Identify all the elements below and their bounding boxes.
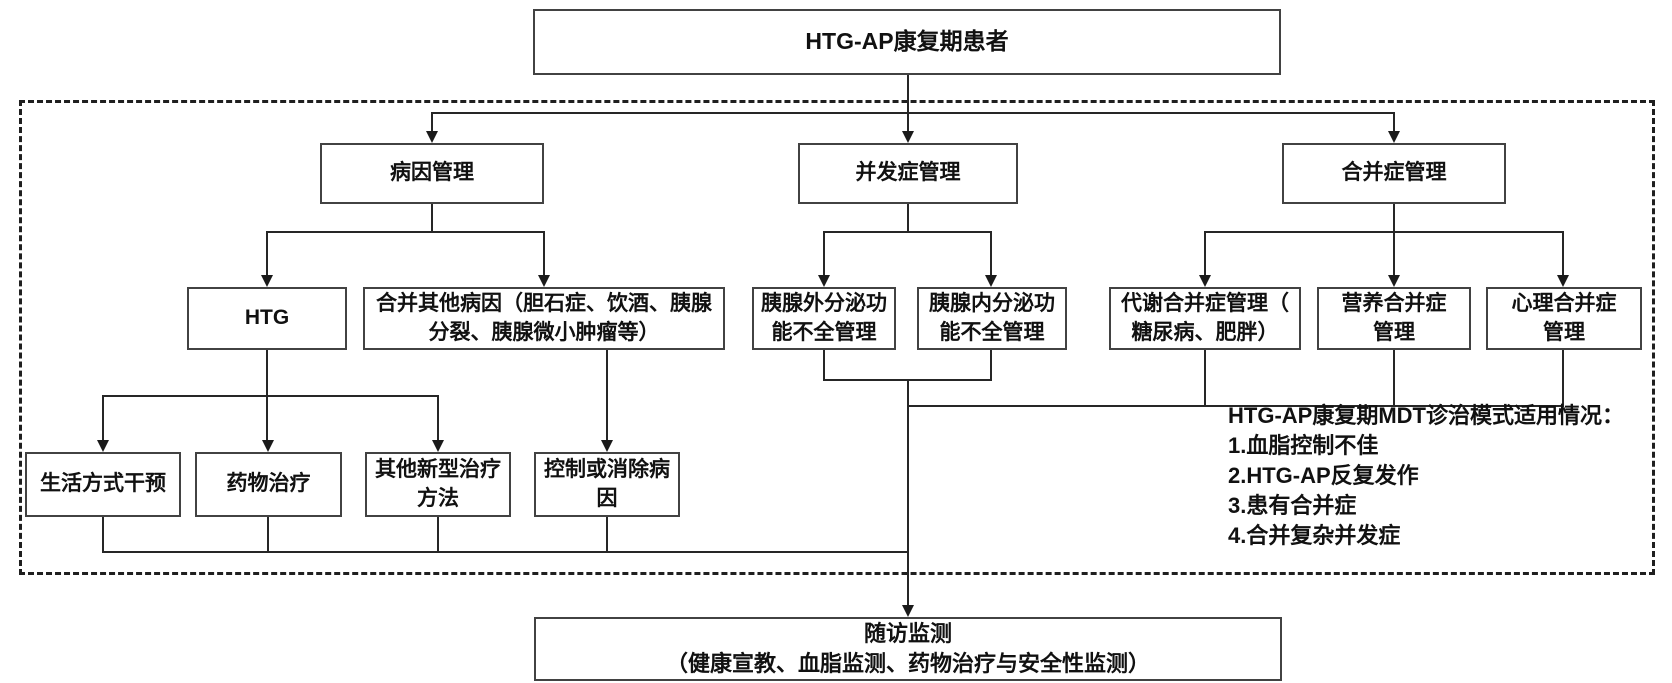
connector-line	[437, 395, 439, 441]
arrowhead-down	[1388, 131, 1400, 143]
connector-line	[1562, 231, 1564, 277]
arrowhead-down	[1557, 275, 1569, 287]
arrowhead-down	[426, 131, 438, 143]
connector-line	[823, 231, 992, 233]
connector-line	[431, 112, 1395, 114]
connector-line	[1204, 231, 1564, 233]
connector-line	[1204, 350, 1206, 405]
connector-line	[606, 517, 608, 551]
connector-line	[1204, 231, 1206, 277]
connector-line	[266, 231, 268, 277]
node-psychological-comorbidity: 心理合并症 管理	[1486, 287, 1642, 350]
connector-line	[102, 551, 909, 553]
arrowhead-down	[1199, 275, 1211, 287]
node-drug-therapy: 药物治疗	[195, 452, 342, 517]
node-metabolic-comorbidity: 代谢合并症管理（ 糖尿病、肥胖）	[1109, 287, 1301, 350]
node-novel-therapy: 其他新型治疗 方法	[365, 452, 511, 517]
mdt-note-title: HTG-AP康复期MDT诊治模式适用情况：	[1228, 403, 1624, 428]
connector-line	[431, 112, 433, 133]
arrowhead-down	[538, 275, 550, 287]
arrowhead-down	[902, 131, 914, 143]
node-cause-management: 病因管理	[320, 143, 544, 204]
connector-line	[102, 395, 104, 441]
mdt-note-item: 2.HTG-AP反复发作	[1228, 463, 1419, 488]
mdt-note-item: 3.患有合并症	[1228, 493, 1357, 518]
connector-line	[823, 231, 825, 277]
arrowhead-down	[985, 275, 997, 287]
arrowhead-down	[818, 275, 830, 287]
arrowhead-down	[262, 440, 274, 452]
connector-line	[102, 395, 439, 397]
arrowhead-down	[902, 605, 914, 617]
connector-line	[990, 350, 992, 379]
connector-line	[1393, 350, 1395, 405]
connector-line	[907, 379, 909, 551]
node-eliminate-cause: 控制或消除病 因	[534, 452, 680, 517]
connector-line	[907, 551, 909, 606]
mdt-note-item: 4.合并复杂并发症	[1228, 523, 1401, 548]
connector-line	[102, 517, 104, 551]
connector-line	[1393, 112, 1395, 133]
mdt-note: HTG-AP康复期MDT诊治模式适用情况： 1.血脂控制不佳 2.HTG-AP反…	[1228, 401, 1660, 551]
connector-line	[1393, 231, 1395, 277]
connector-line	[266, 231, 545, 233]
connector-line	[266, 350, 268, 395]
node-comorbidity-management: 合并症管理	[1282, 143, 1506, 204]
arrowhead-down	[432, 440, 444, 452]
node-endocrine-insufficiency: 胰腺内分泌功 能不全管理	[917, 287, 1067, 350]
connector-line	[543, 231, 545, 277]
node-complication-management: 并发症管理	[798, 143, 1018, 204]
connector-line	[267, 517, 269, 551]
node-other-causes: 合并其他病因（胆石症、饮酒、胰腺 分裂、胰腺微小肿瘤等）	[363, 287, 725, 350]
connector-line	[823, 350, 825, 379]
connector-line	[907, 75, 909, 112]
node-followup-monitoring: 随访监测 （健康宣教、血脂监测、药物治疗与安全性监测）	[534, 617, 1282, 681]
connector-line	[1562, 350, 1564, 405]
arrowhead-down	[97, 440, 109, 452]
arrowhead-down	[601, 440, 613, 452]
connector-line	[266, 395, 268, 441]
node-htg: HTG	[187, 287, 347, 350]
connector-line	[907, 112, 909, 133]
arrowhead-down	[261, 275, 273, 287]
connector-line	[990, 231, 992, 277]
connector-line	[907, 204, 909, 231]
node-lifestyle-intervention: 生活方式干预	[25, 452, 181, 517]
node-root-patient: HTG-AP康复期患者	[533, 9, 1281, 75]
mdt-note-item: 1.血脂控制不佳	[1228, 433, 1379, 458]
arrowhead-down	[1388, 275, 1400, 287]
connector-line	[606, 348, 608, 441]
connector-line	[1393, 204, 1395, 231]
node-nutrition-comorbidity: 营养合并症 管理	[1317, 287, 1471, 350]
dashed-boundary-region	[19, 100, 1655, 575]
connector-line	[431, 204, 433, 231]
connector-line	[907, 405, 1564, 407]
connector-line	[437, 517, 439, 551]
node-exocrine-insufficiency: 胰腺外分泌功 能不全管理	[752, 287, 896, 350]
